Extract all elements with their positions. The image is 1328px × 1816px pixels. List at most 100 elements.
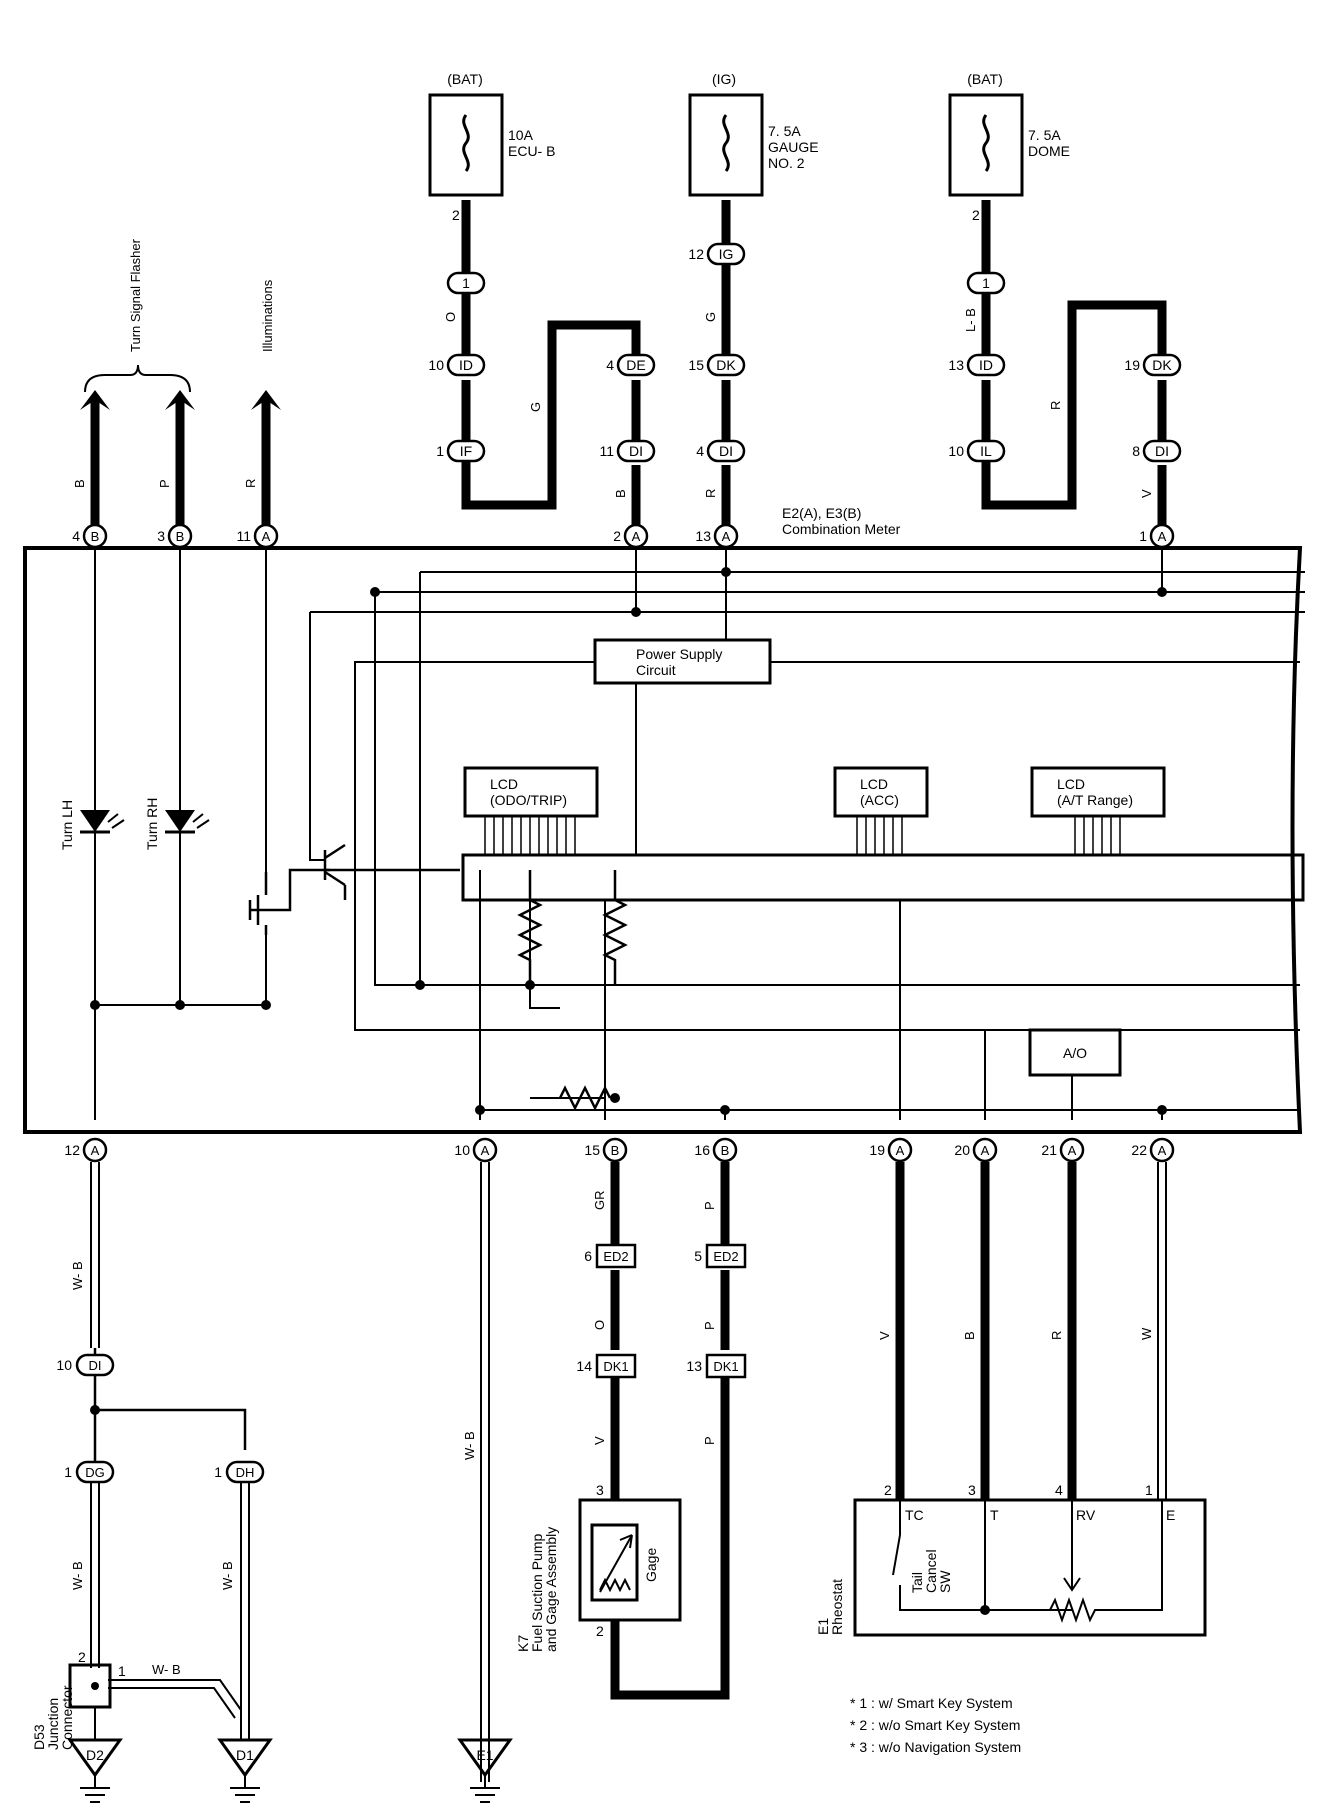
svg-text:K7: K7 bbox=[515, 1635, 531, 1652]
svg-text:A: A bbox=[1068, 1143, 1077, 1158]
svg-text:11: 11 bbox=[236, 528, 251, 544]
svg-text:1: 1 bbox=[436, 443, 444, 459]
fuse-ecu-b: (BAT) 10A ECU- B 2 bbox=[428, 71, 555, 223]
fuse-name: DOME bbox=[1028, 143, 1070, 159]
svg-text:4: 4 bbox=[606, 357, 614, 373]
fuse-source: (BAT) bbox=[447, 71, 483, 87]
svg-text:R: R bbox=[703, 489, 718, 498]
fuse-name-2: NO. 2 bbox=[768, 155, 805, 171]
svg-text:1: 1 bbox=[982, 275, 990, 291]
svg-text:DK: DK bbox=[1152, 357, 1172, 373]
fuse-dome: (BAT) 7. 5A DOME 2 bbox=[948, 71, 1070, 223]
svg-text:2: 2 bbox=[884, 1482, 892, 1498]
svg-text:2: 2 bbox=[596, 1623, 604, 1639]
svg-text:15: 15 bbox=[688, 357, 704, 373]
svg-text:13: 13 bbox=[948, 357, 964, 373]
lcd-acc: LCD (ACC) bbox=[833, 766, 929, 855]
turn-lh-led: Turn LH bbox=[59, 800, 125, 850]
svg-text:E: E bbox=[1166, 1507, 1175, 1523]
svg-text:DE: DE bbox=[626, 357, 645, 373]
svg-text:E1: E1 bbox=[815, 1618, 831, 1635]
fuse-gauge-no2: (IG) 7. 5A GAUGE NO. 2 bbox=[688, 71, 819, 197]
svg-text:DG: DG bbox=[85, 1465, 105, 1480]
svg-text:IL: IL bbox=[980, 443, 992, 459]
junction-connector-d53: 2 1 D53 Junction Connector bbox=[31, 1649, 126, 1750]
svg-text:P: P bbox=[702, 1321, 717, 1330]
svg-text:TC: TC bbox=[905, 1507, 924, 1523]
svg-text:4: 4 bbox=[72, 528, 80, 544]
svg-text:W- B: W- B bbox=[152, 1662, 181, 1677]
fuse-name: ECU- B bbox=[508, 143, 555, 159]
svg-text:1: 1 bbox=[1145, 1482, 1153, 1498]
fuel-gage-assembly: Gage 3 2 K7 Fuel Suction Pump and Gage A… bbox=[515, 1482, 682, 1652]
svg-text:R: R bbox=[1048, 401, 1063, 410]
svg-text:Gage: Gage bbox=[643, 1548, 659, 1582]
top-wire-colors: O G B G R L- B R V B P R bbox=[72, 308, 1154, 498]
svg-text:DK1: DK1 bbox=[713, 1359, 738, 1374]
svg-text:V: V bbox=[592, 1436, 607, 1445]
svg-text:A: A bbox=[91, 1143, 100, 1158]
svg-text:4: 4 bbox=[1055, 1482, 1063, 1498]
svg-text:Power Supply: Power Supply bbox=[636, 646, 722, 662]
bottom-wire-colors: W- B GR P O P V P V B R W W- B W- B W- B… bbox=[70, 1191, 1154, 1678]
svg-text:W- B: W- B bbox=[70, 1261, 85, 1290]
svg-text:P: P bbox=[702, 1201, 717, 1210]
svg-text:1: 1 bbox=[1139, 528, 1147, 544]
svg-text:IF: IF bbox=[460, 443, 472, 459]
fuse-rating: 7. 5A bbox=[1028, 127, 1061, 143]
svg-text:RV: RV bbox=[1076, 1507, 1096, 1523]
svg-text:Connector: Connector bbox=[59, 1685, 75, 1750]
svg-text:A: A bbox=[481, 1143, 490, 1158]
svg-text:LCD: LCD bbox=[490, 776, 518, 792]
lcd-driver-bar bbox=[461, 853, 1305, 902]
svg-text:1: 1 bbox=[118, 1663, 126, 1679]
svg-text:LCD: LCD bbox=[860, 776, 888, 792]
svg-text:A: A bbox=[896, 1143, 905, 1158]
svg-text:V: V bbox=[877, 1331, 892, 1340]
svg-text:20: 20 bbox=[954, 1142, 970, 1158]
svg-text:DH: DH bbox=[236, 1465, 255, 1480]
svg-text:* 1 : w/ Smart Key System: * 1 : w/ Smart Key System bbox=[850, 1695, 1013, 1711]
svg-text:A: A bbox=[722, 529, 731, 544]
svg-text:W- B: W- B bbox=[462, 1431, 477, 1460]
svg-text:A: A bbox=[262, 529, 271, 544]
svg-text:and Gage Assembly: and Gage Assembly bbox=[543, 1527, 559, 1652]
svg-text:10: 10 bbox=[428, 357, 444, 373]
svg-text:19: 19 bbox=[869, 1142, 885, 1158]
svg-text:ID: ID bbox=[459, 357, 473, 373]
svg-text:A: A bbox=[632, 529, 641, 544]
svg-text:2: 2 bbox=[78, 1649, 86, 1665]
svg-text:1: 1 bbox=[214, 1464, 222, 1480]
svg-text:D1: D1 bbox=[236, 1747, 254, 1763]
fuse-pin: 2 bbox=[452, 207, 460, 223]
svg-text:3: 3 bbox=[157, 528, 165, 544]
svg-text:14: 14 bbox=[576, 1358, 592, 1374]
fuse-source: (BAT) bbox=[967, 71, 1003, 87]
svg-text:(ODO/TRIP): (ODO/TRIP) bbox=[490, 792, 567, 808]
svg-text:1: 1 bbox=[64, 1464, 72, 1480]
svg-text:A: A bbox=[981, 1143, 990, 1158]
power-supply-circuit: Power Supply Circuit bbox=[593, 638, 772, 685]
svg-text:1: 1 bbox=[462, 275, 470, 291]
svg-text:O: O bbox=[443, 312, 458, 322]
top-connectors: 1 ID IF DE DI IG DK DI 1 ID IL DK DI 10 … bbox=[428, 242, 1182, 463]
svg-text:A/O: A/O bbox=[1063, 1045, 1087, 1061]
svg-text:V: V bbox=[1139, 489, 1154, 498]
turn-signal-flasher-label: Turn Signal Flasher bbox=[128, 238, 143, 352]
fuse-source: (IG) bbox=[712, 71, 736, 87]
footnotes: * 1 : w/ Smart Key System * 2 : w/o Smar… bbox=[850, 1695, 1021, 1755]
svg-text:D2: D2 bbox=[86, 1747, 104, 1763]
svg-text:4: 4 bbox=[696, 443, 704, 459]
svg-text:2: 2 bbox=[613, 528, 621, 544]
svg-text:T: T bbox=[990, 1507, 999, 1523]
svg-text:(A/T Range): (A/T Range) bbox=[1057, 792, 1133, 808]
svg-text:Circuit: Circuit bbox=[636, 662, 676, 678]
svg-text:SW: SW bbox=[937, 1570, 953, 1593]
svg-text:DK1: DK1 bbox=[603, 1359, 628, 1374]
svg-text:B: B bbox=[91, 529, 100, 544]
svg-text:W- B: W- B bbox=[220, 1561, 235, 1590]
svg-text:A: A bbox=[1158, 529, 1167, 544]
svg-text:Fuel Suction Pump: Fuel Suction Pump bbox=[529, 1534, 545, 1652]
svg-text:L- B: L- B bbox=[963, 308, 978, 332]
